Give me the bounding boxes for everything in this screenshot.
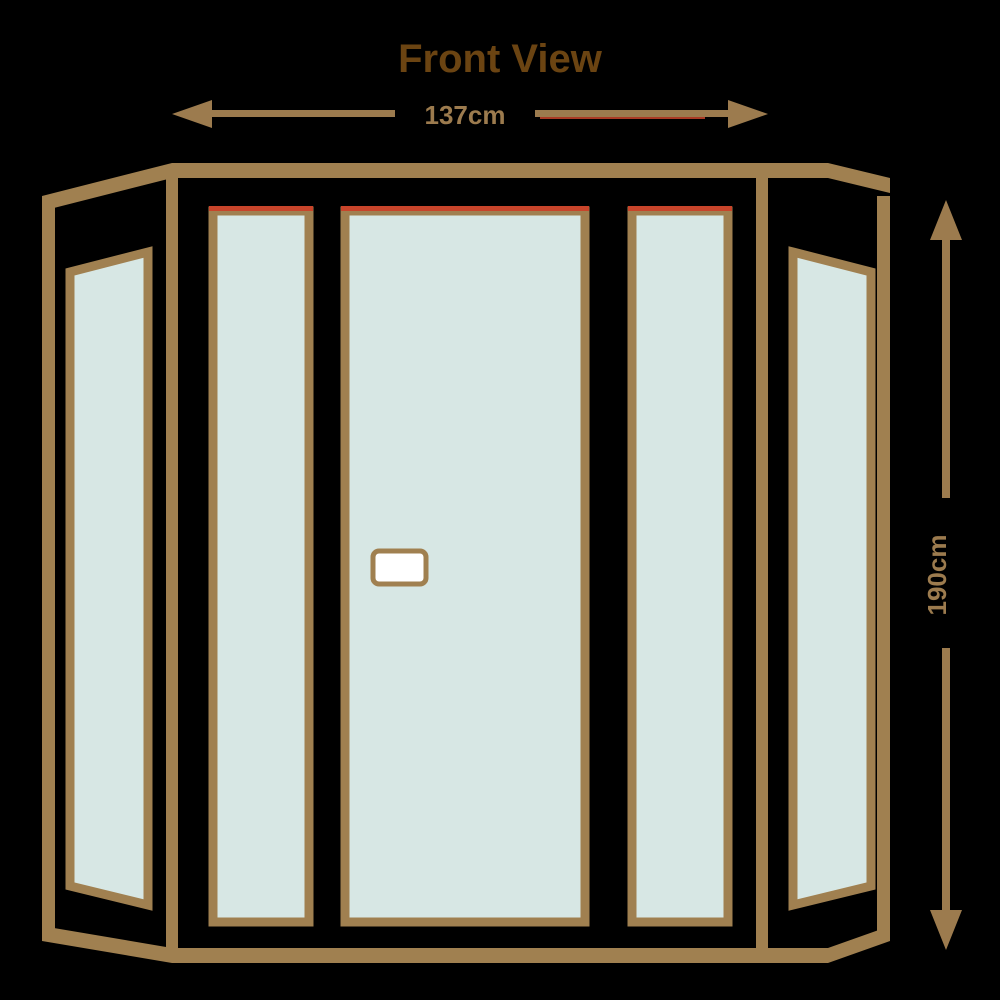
frame-rail-top-right bbox=[828, 163, 890, 193]
right-angled-glass-fill bbox=[788, 246, 876, 911]
height-arrow-top-head bbox=[930, 200, 962, 240]
right-inner-glass-panel bbox=[627, 206, 733, 927]
left-inner-glass-highlight bbox=[209, 206, 313, 211]
door-handle-shape[interactable] bbox=[370, 548, 429, 587]
width-arrow-right-head bbox=[728, 100, 768, 128]
frame-post-right bbox=[756, 170, 768, 950]
width-dimension-group: 137cm bbox=[172, 100, 768, 130]
height-arrow-top-shaft bbox=[942, 236, 950, 498]
width-arrow-highlight bbox=[540, 117, 705, 119]
left-angled-glass-fill bbox=[65, 246, 153, 911]
left-inner-glass-fill bbox=[208, 206, 314, 927]
frame-rail-bottom-right bbox=[828, 926, 890, 963]
enclosure-outer-frame bbox=[42, 163, 890, 963]
frame-stile-outer-left bbox=[42, 196, 55, 941]
height-arrow-bottom-shaft bbox=[942, 648, 950, 910]
width-arrow-right-shaft bbox=[535, 110, 730, 117]
right-inner-glass-fill bbox=[627, 206, 733, 927]
height-dimension-group: 190cm bbox=[922, 200, 962, 950]
right-angled-glass-panel bbox=[788, 246, 876, 911]
frame-rail-bottom-left bbox=[42, 926, 172, 963]
width-arrow-left-shaft bbox=[210, 110, 395, 117]
right-inner-glass-highlight bbox=[628, 206, 732, 211]
frame-rail-top-left bbox=[42, 163, 172, 211]
height-dimension-label: 190cm bbox=[922, 535, 952, 616]
frame-post-left bbox=[166, 170, 178, 950]
frame-stile-outer-right bbox=[877, 196, 890, 941]
door-handle[interactable] bbox=[370, 548, 429, 587]
page-title: Front View bbox=[398, 37, 603, 81]
frame-rail-bottom bbox=[172, 948, 828, 963]
frame-rail-top bbox=[172, 163, 828, 178]
center-door-glass-highlight bbox=[341, 206, 589, 211]
left-angled-glass-panel bbox=[65, 246, 153, 911]
height-arrow-bottom-head bbox=[930, 910, 962, 950]
width-arrow-left-head bbox=[172, 100, 212, 128]
left-inner-glass-panel bbox=[208, 206, 314, 927]
width-dimension-label: 137cm bbox=[425, 100, 506, 130]
